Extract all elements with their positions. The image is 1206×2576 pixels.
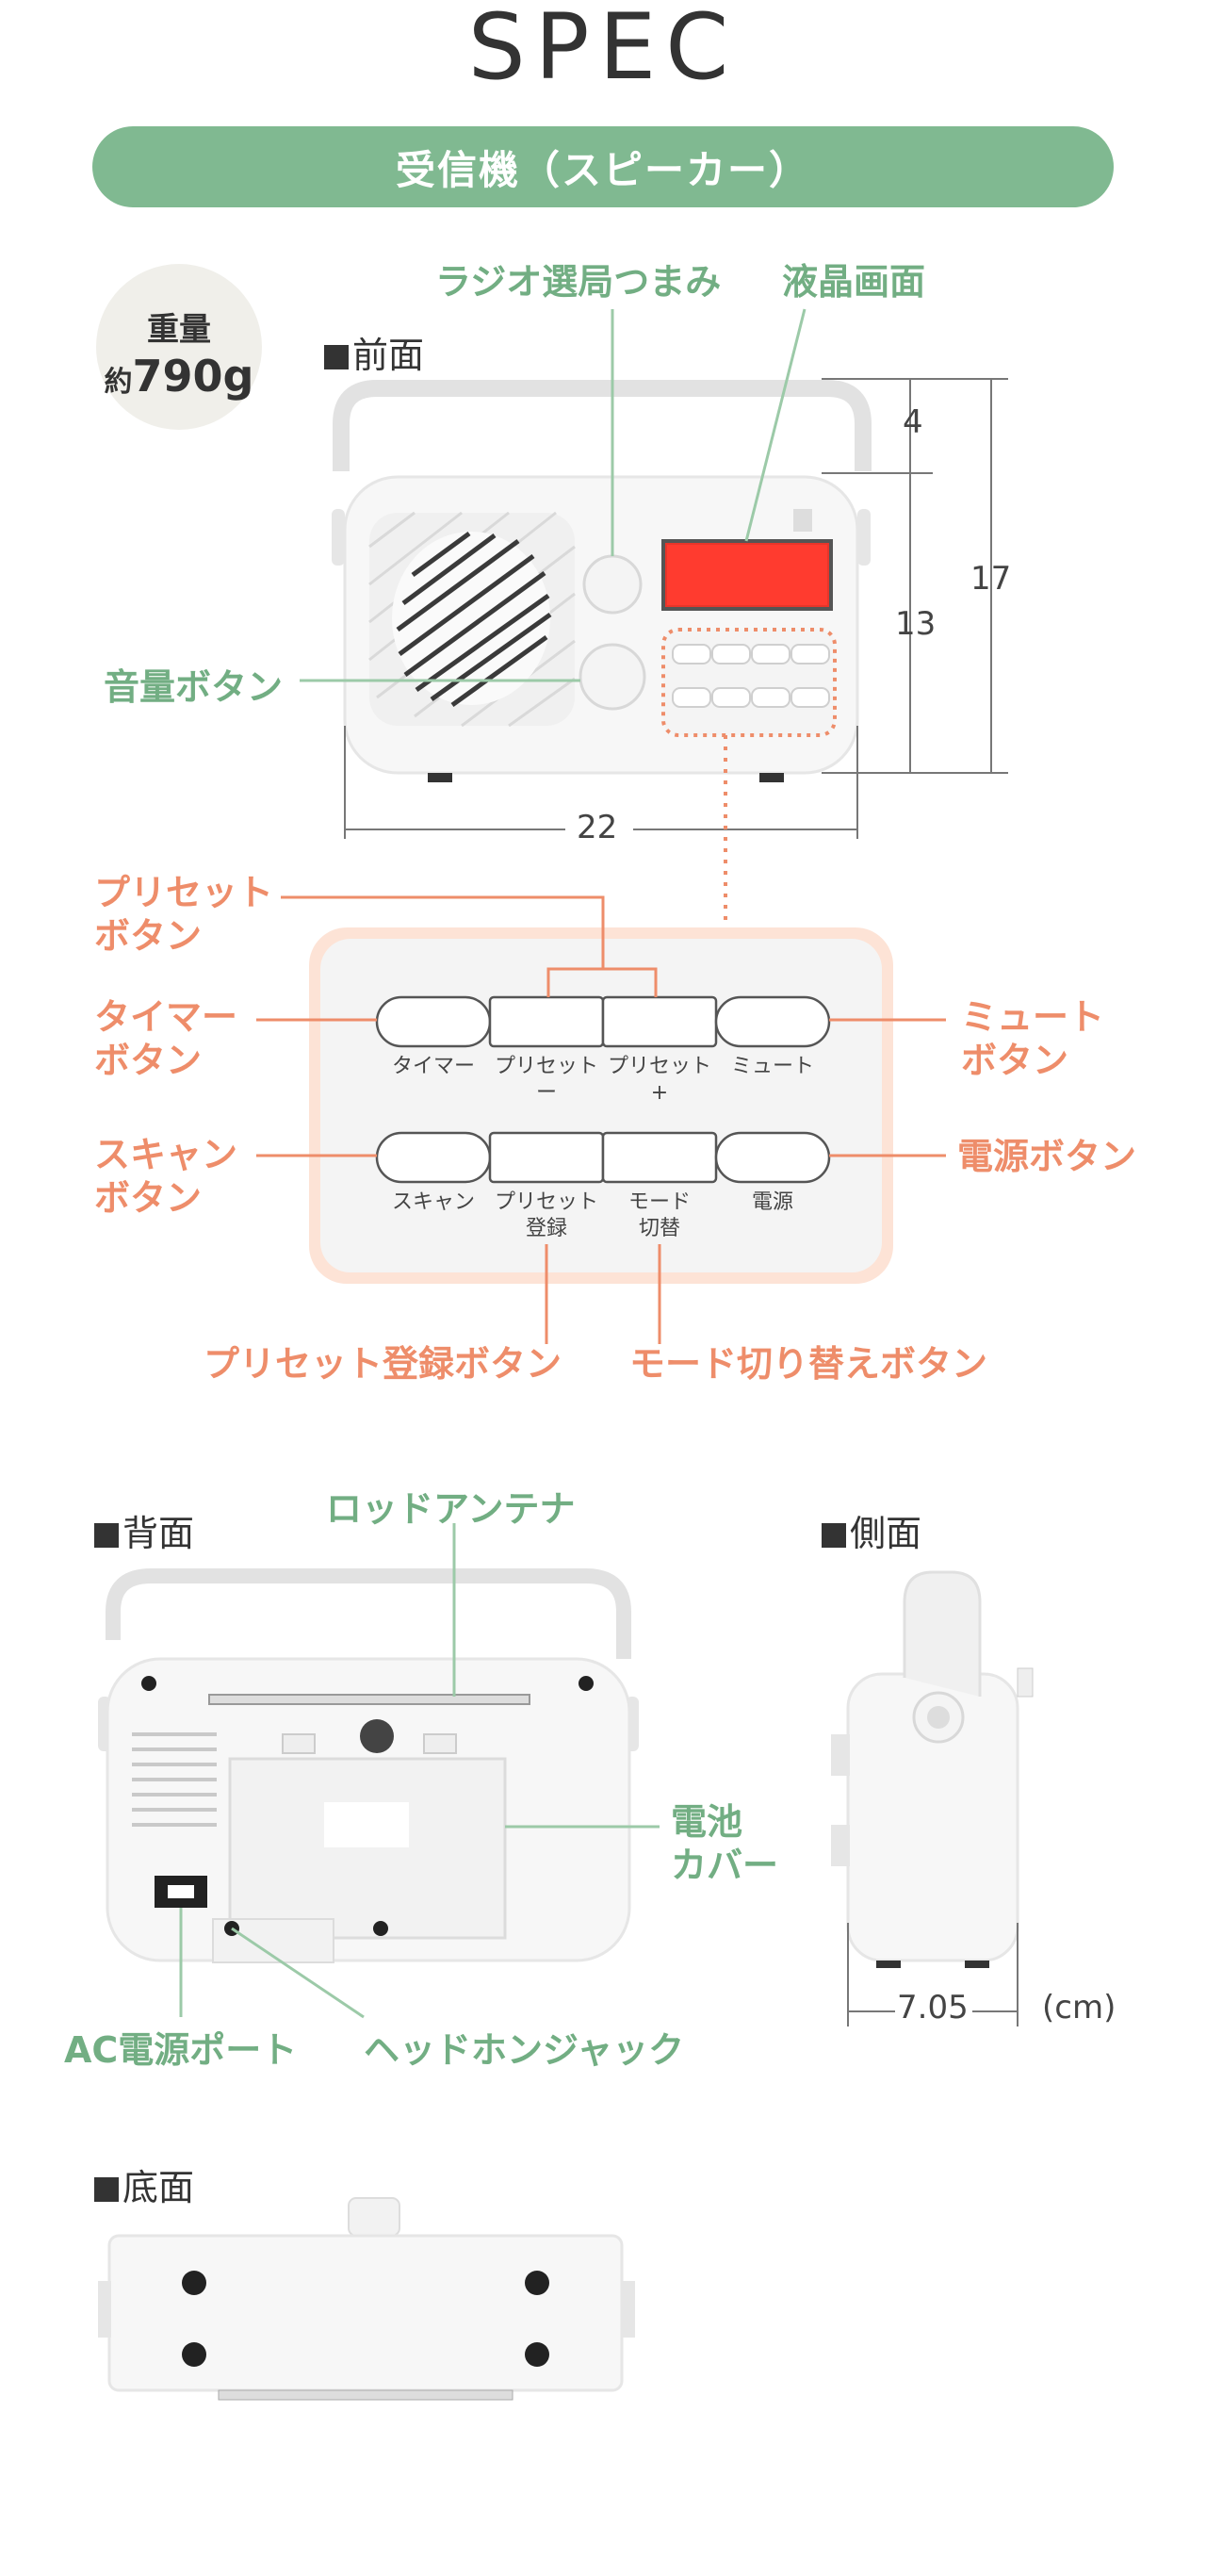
- button-label-power: 電源: [751, 1190, 793, 1214]
- weight-prefix: 約: [104, 366, 133, 399]
- callout-headphone-jack: ヘッドホンジャック: [364, 2029, 685, 2071]
- weight-value-line: 約790g: [96, 351, 262, 402]
- button-label-preset-plus: プリセット+: [607, 1055, 711, 1105]
- dimension-unit: (cm): [1042, 1989, 1116, 2026]
- dimension-total: 17: [970, 560, 1012, 598]
- radio-side-illustration: [831, 1570, 1034, 1968]
- callout-lcd: 液晶画面: [782, 261, 926, 303]
- callout-scan-button: スキャンボタン: [94, 1134, 238, 1219]
- square-bullet-icon: [94, 2177, 119, 2202]
- side-heading: 側面: [822, 1504, 921, 1556]
- callout-preset-register-button: プリセット登録ボタン: [204, 1343, 562, 1385]
- square-bullet-icon: [324, 345, 349, 369]
- callout-power-button: 電源ボタン: [957, 1136, 1137, 1177]
- radio-front-illustration: [332, 380, 872, 782]
- button-label-preset-register: プリセット登録: [494, 1190, 598, 1240]
- dimension-top: 4: [903, 403, 923, 441]
- radio-bottom-illustration: [98, 2197, 635, 2401]
- section-banner: 受信機（スピーカー）: [92, 126, 1114, 207]
- callout-timer-button: タイマーボタン: [94, 996, 238, 1081]
- callout-battery-cover: 電池カバー: [671, 1801, 779, 1886]
- front-heading: 前面: [324, 326, 424, 378]
- radio-back-illustration: [98, 1568, 639, 1963]
- callout-mode-switch-button: モード切り替えボタン: [629, 1343, 988, 1385]
- callout-volume-button: 音量ボタン: [104, 666, 284, 708]
- dimension-body: 13: [895, 605, 937, 643]
- callout-tuning-knob: ラジオ選局つまみ: [435, 261, 722, 303]
- button-label-mute: ミュート: [730, 1055, 814, 1078]
- bottom-heading: 底面: [94, 2158, 194, 2210]
- dimension-depth: 7.05: [897, 1989, 969, 2026]
- weight-value: 790g: [132, 351, 254, 402]
- callout-rod-antenna: ロッドアンテナ: [326, 1488, 576, 1530]
- weight-label: 重量: [147, 311, 211, 349]
- page-title: SPEC: [467, 0, 739, 100]
- button-label-scan: スキャン: [391, 1190, 475, 1214]
- callout-preset-button: プリセットボタン: [94, 872, 274, 957]
- dimension-width: 22: [577, 809, 618, 846]
- square-bullet-icon: [822, 1523, 846, 1548]
- button-label-mode-switch: モード切替: [627, 1190, 691, 1240]
- button-label-preset-minus: プリセットー: [494, 1055, 598, 1105]
- button-label-timer: タイマー: [391, 1055, 475, 1078]
- callout-ac-port: AC電源ポート: [64, 2029, 298, 2071]
- back-heading: 背面: [94, 1504, 194, 1556]
- callout-mute-button: ミュートボタン: [961, 996, 1105, 1081]
- weight-badge: 重量 約790g: [96, 264, 262, 430]
- square-bullet-icon: [94, 1523, 119, 1548]
